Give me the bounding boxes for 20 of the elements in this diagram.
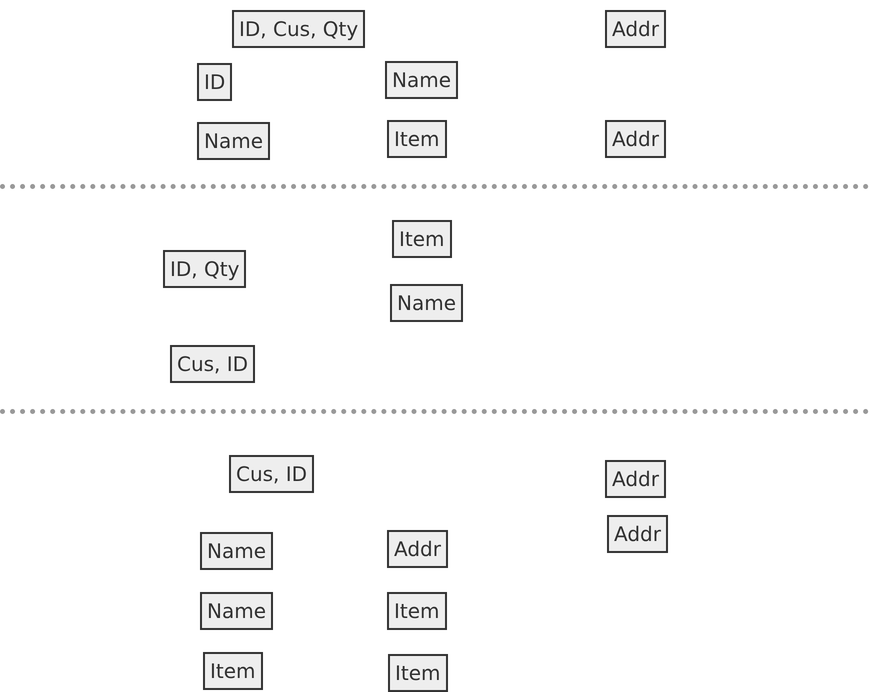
- term-box: ID: [197, 63, 232, 101]
- term-box: Item: [392, 220, 452, 258]
- term-box: ID, Qty: [163, 250, 246, 288]
- term-box: Addr: [387, 530, 448, 568]
- term-box: Addr: [607, 515, 668, 553]
- term-box: Name: [200, 592, 274, 630]
- term-box: Addr: [605, 460, 666, 498]
- term-box: Item: [387, 592, 447, 630]
- term-box: Addr: [605, 10, 666, 48]
- term-box: Item: [388, 654, 448, 692]
- term-box: ID, Cus, Qty: [232, 10, 366, 48]
- term-box: Name: [385, 61, 458, 99]
- term-box: Item: [203, 652, 263, 690]
- term-box: Name: [197, 122, 270, 160]
- term-box: Name: [390, 284, 464, 322]
- term-box: Cus, ID: [229, 455, 314, 493]
- term-box: Cus, ID: [170, 345, 256, 383]
- term-box: Name: [200, 532, 274, 570]
- term-box: Item: [387, 120, 447, 158]
- term-box: Addr: [605, 120, 666, 158]
